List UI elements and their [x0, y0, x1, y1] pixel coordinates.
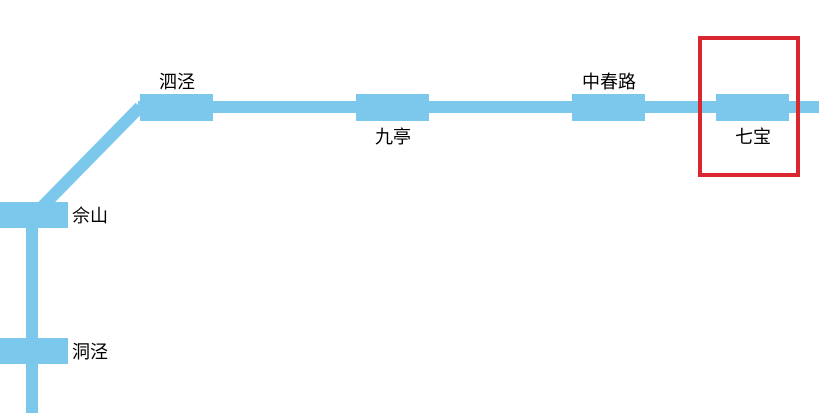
station-label-zhongchunlu: 中春路: [582, 72, 636, 93]
station-label-qibao: 七宝: [735, 127, 771, 148]
station-label-sijing: 泗泾: [159, 72, 195, 93]
station-marker-sheshan[interactable]: [0, 202, 68, 228]
station-marker-zhongchunlu[interactable]: [572, 94, 645, 121]
station-marker-sijing[interactable]: [140, 94, 213, 121]
station-label-jiuting: 九亭: [375, 127, 411, 148]
station-label-dongjing: 洞泾: [72, 342, 108, 363]
station-marker-dongjing[interactable]: [0, 338, 68, 364]
station-marker-jiuting[interactable]: [356, 94, 429, 121]
metro-line: [26, 101, 819, 413]
station-marker-qibao[interactable]: [716, 94, 789, 121]
line-segment-diagonal: [29, 102, 145, 220]
station-label-sheshan: 佘山: [72, 206, 108, 227]
highlight-box-qibao: [698, 36, 800, 177]
station-labels: 泗泾 九亭 中春路 七宝 佘山 洞泾: [72, 72, 771, 363]
station-markers: [0, 94, 789, 364]
